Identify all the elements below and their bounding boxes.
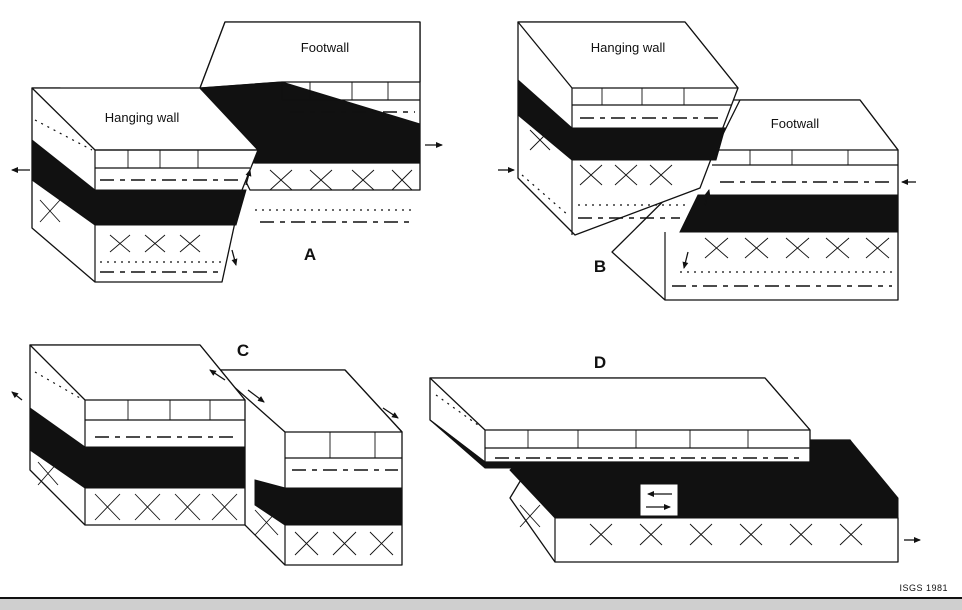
block-a-fault-slip-arrow-lower [231,249,238,266]
left-block-base-edge [429,419,811,469]
block-c-left-block [29,344,246,526]
hanging-wall-top-face [517,21,739,89]
footwall-top-face [714,99,899,151]
block-a-hanging-wall [31,87,259,283]
left-block-top-face [429,377,811,431]
footwall-coal-bed [679,194,899,233]
block-b-reverse-fault: B Hanging wall Footwall [498,21,916,301]
block-d-letter: D [594,353,606,372]
block-b-fault-slip-arrow-lower [682,251,689,269]
footwall-crosses [269,169,413,191]
left-block-top-face [29,344,246,401]
hanging-wall-coal-bed [31,138,247,226]
block-c-left-arrow [11,391,23,401]
block-d-left-block [429,377,811,469]
figure-credit: ISGS 1981 [899,583,948,593]
block-b-fault-slip-arrow [704,189,711,206]
frame-bottom-strip [0,599,962,610]
block-d-fault-block: D [429,353,921,563]
left-block-crosses [37,461,238,521]
block-c-right-arrow [382,407,399,419]
frame-bottom-rule [0,597,962,599]
block-a-fault-slip-arrow [245,169,252,186]
block-c-fault-block: C [11,341,403,566]
block-a-letter: A [304,245,316,264]
footwall-top-face [199,21,421,89]
block-c-letter: C [237,341,249,360]
block-a-footwall-label: Footwall [301,40,350,55]
right-block-coal-bed [254,479,403,526]
right-block-crosses [254,509,394,556]
left-block-coal-bed [29,407,246,489]
right-block-crosses [519,504,863,546]
block-c-fault-arrow-left [209,369,226,381]
block-b-footwall [611,99,899,301]
block-c-fault-arrow-right [247,389,265,403]
hanging-wall-crosses [39,199,201,253]
block-a-normal-fault: A Footwall Hanging wall [11,21,443,283]
right-block-top-face [214,369,403,433]
block-b-hanging-wall [517,21,739,236]
block-c-right-block [214,369,403,566]
block-b-hanging-wall-label: Hanging wall [591,40,666,55]
footwall-crosses [704,237,890,259]
hanging-wall-coal-bed [517,78,726,161]
hanging-wall-crosses [529,129,673,186]
block-b-letter: B [594,257,606,276]
block-a-hanging-wall-label: Hanging wall [105,110,180,125]
block-b-footwall-label: Footwall [771,116,820,131]
block-d-slip-sense-box [639,483,679,517]
